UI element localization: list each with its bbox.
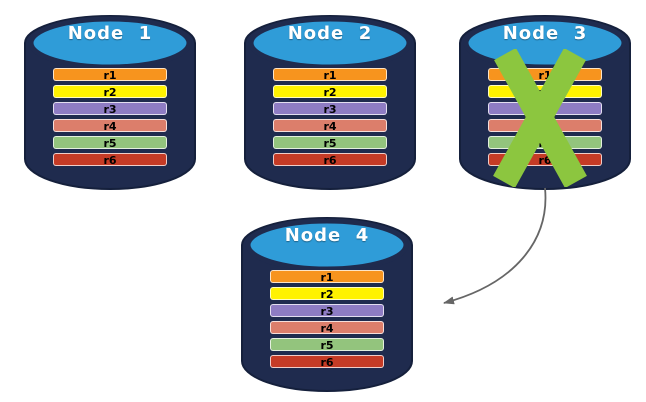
- cylinder-top: [245, 218, 409, 272]
- node-1: Node 1 r1 r2 r3 r4 r5 r6: [23, 9, 197, 191]
- x-stroke: [493, 49, 586, 187]
- replica-row-r3: r3: [273, 102, 387, 116]
- replica-row-r3: r3: [53, 102, 167, 116]
- replica-rows: r1 r2 r3 r4 r5 r6: [53, 68, 167, 170]
- cylinder-top: [28, 16, 192, 70]
- replica-row-r4: r4: [53, 119, 167, 133]
- node-title: Node 3: [502, 23, 588, 44]
- replica-row-r6: r6: [273, 153, 387, 167]
- replica-row-r1: r1: [270, 270, 384, 284]
- node-3: Node 3 r1 r2 r3 r4 r5 r6: [458, 9, 632, 191]
- node-title: Node 1: [67, 23, 153, 44]
- replica-row-r2: r2: [53, 85, 167, 99]
- cylinder-top: [248, 16, 412, 70]
- replica-row-r5: r5: [273, 136, 387, 150]
- replica-row-r4: r4: [273, 119, 387, 133]
- node-4: Node 4 r1 r2 r3 r4 r5 r6: [240, 211, 414, 393]
- replica-row-r1: r1: [273, 68, 387, 82]
- replication-arrow: [443, 187, 547, 305]
- replica-row-r4: r4: [270, 321, 384, 335]
- replica-row-r2: r2: [273, 85, 387, 99]
- replica-row-r6: r6: [53, 153, 167, 167]
- replica-rows: r1 r2 r3 r4 r5 r6: [273, 68, 387, 170]
- replica-rows: r1 r2 r3 r4 r5 r6: [270, 270, 384, 372]
- arrow-curve: [443, 187, 547, 305]
- failure-x-icon: [493, 49, 587, 187]
- replica-row-r2: r2: [270, 287, 384, 301]
- replica-row-r1: r1: [53, 68, 167, 82]
- node-2: Node 2 r1 r2 r3 r4 r5 r6: [243, 9, 417, 191]
- node-title: Node 2: [287, 23, 373, 44]
- replica-row-r5: r5: [270, 338, 384, 352]
- replica-row-r6: r6: [270, 355, 384, 369]
- replica-row-r3: r3: [270, 304, 384, 318]
- replica-row-r5: r5: [53, 136, 167, 150]
- node-title: Node 4: [284, 225, 370, 246]
